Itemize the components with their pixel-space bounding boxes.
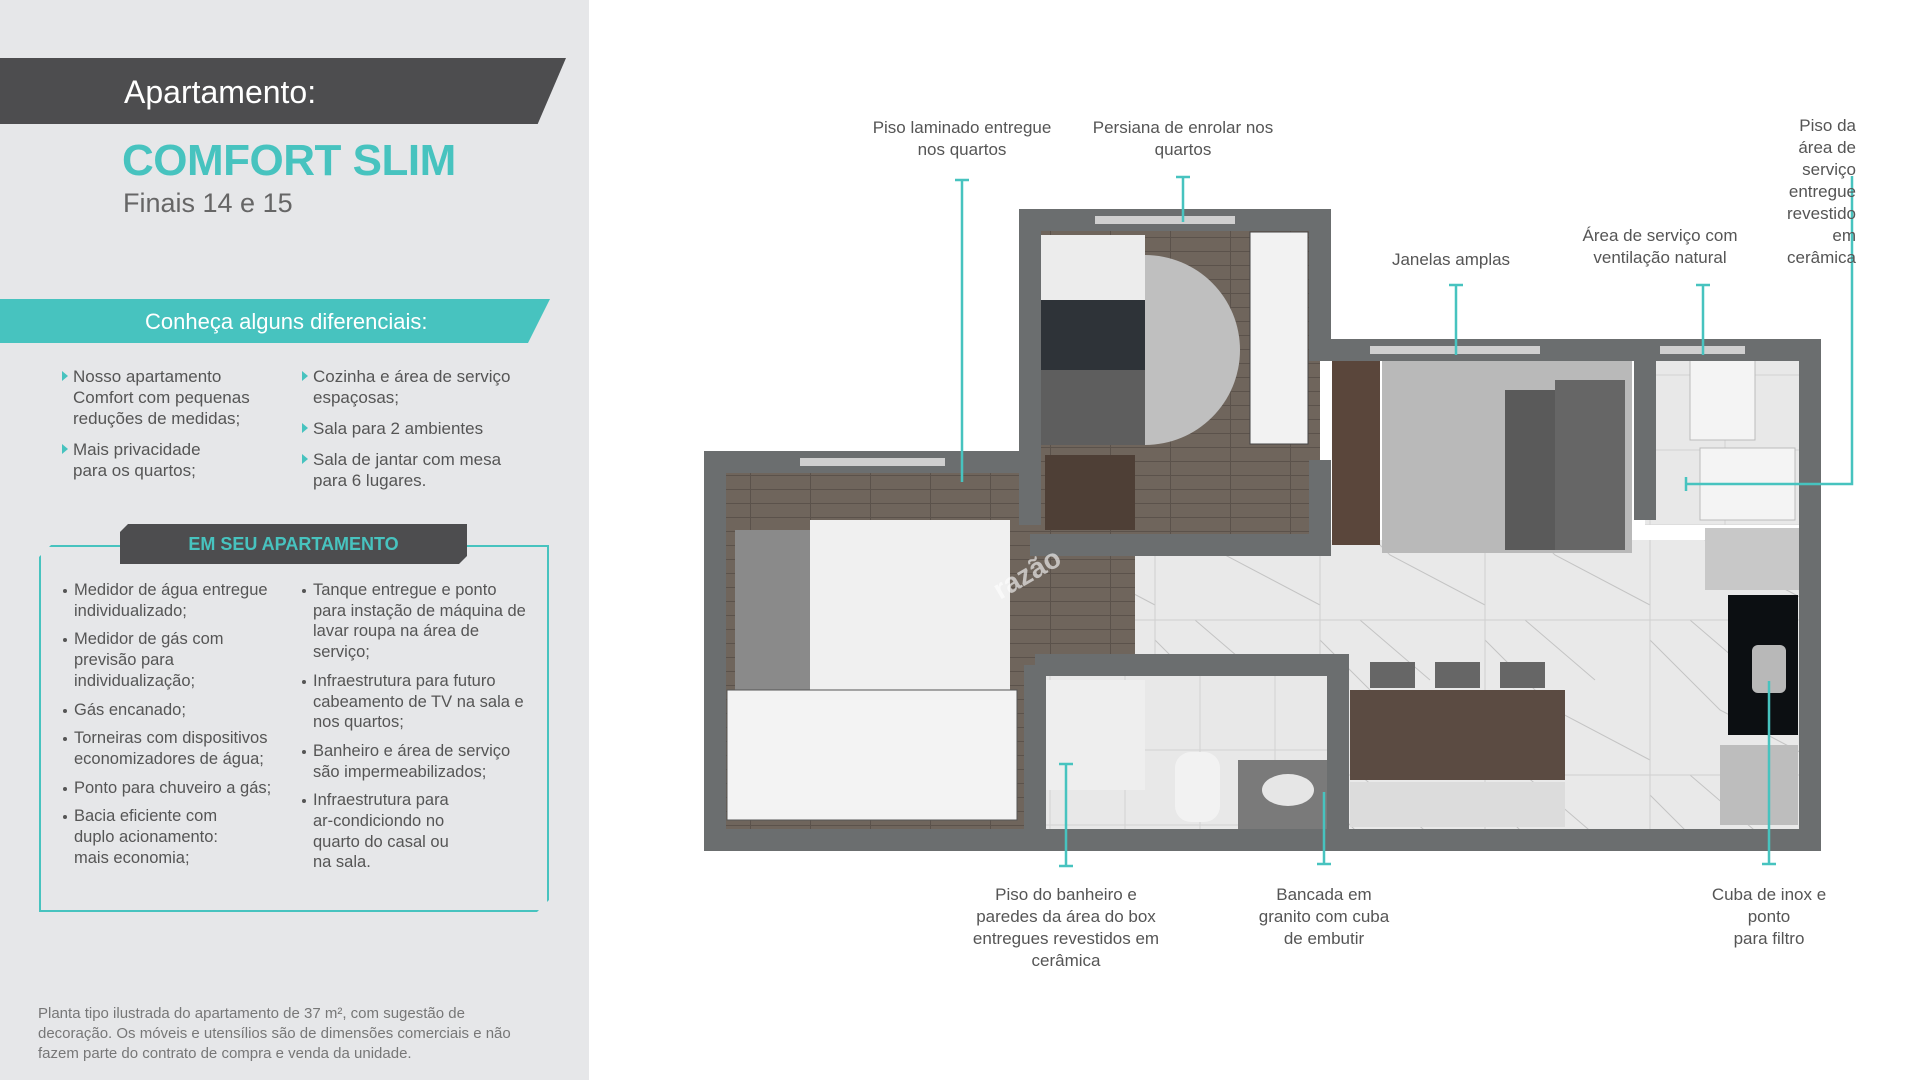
unit-finals: Finais 14 e 15 xyxy=(123,188,293,218)
list-item: Gás encanado; xyxy=(63,700,298,721)
list-item: Medidor de gás com previsão para individ… xyxy=(63,629,228,691)
list-item: Cozinha e área de serviço espaçosas; xyxy=(302,366,537,408)
dining-table xyxy=(1350,690,1565,780)
wardrobe-2 xyxy=(1249,231,1309,445)
features-list-2: Tanque entregue e ponto para instação de… xyxy=(302,580,532,881)
list-item: Ponto para chuveiro a gás; xyxy=(63,778,298,799)
callout-granite: Bancada em granito com cuba de embutir xyxy=(1258,885,1390,948)
title-bar xyxy=(0,58,566,124)
features-list-1: Medidor de água entregue individualizado… xyxy=(63,580,298,876)
callout-blinds: Persiana de enrolar nos quartos xyxy=(1092,118,1274,159)
callout-lines xyxy=(955,175,1854,868)
differentials-list-2: Cozinha e área de serviço espaçosas; Sal… xyxy=(302,366,537,501)
wardrobe-1 xyxy=(726,689,1018,821)
callout-sink: Cuba de inox e ponto para filtro xyxy=(1711,885,1827,948)
list-item: Infraestrutura para futuro cabeamento de… xyxy=(302,671,532,733)
list-item: Bacia eficiente com duplo acionamento: m… xyxy=(63,806,238,868)
list-item: Tanque entregue e ponto para instação de… xyxy=(302,580,532,663)
list-item: Torneiras com dispositivos economizadore… xyxy=(63,728,298,769)
differentials-title: Conheça alguns diferenciais: xyxy=(145,309,428,334)
toilet xyxy=(1175,752,1220,822)
tank xyxy=(1689,359,1756,441)
features-tab: EM SEU APARTAMENTO xyxy=(120,524,467,564)
callout-windows: Janelas amplas xyxy=(1391,250,1511,269)
shower-box xyxy=(1040,680,1145,790)
list-item: Sala para 2 ambientes xyxy=(302,418,537,439)
desk xyxy=(1045,455,1135,530)
double-bed xyxy=(810,520,1010,695)
list-item: Sala de jantar com mesa para 6 lugares. xyxy=(302,449,537,491)
round-rug xyxy=(1145,255,1240,445)
tv-panel xyxy=(1332,360,1380,545)
list-item: Mais privacidade para os quartos; xyxy=(62,439,222,481)
stove xyxy=(1705,528,1800,590)
model-name: COMFORT SLIM xyxy=(122,136,456,185)
footnote: Planta tipo ilustrada do apartamento de … xyxy=(38,1005,511,1062)
info-panel: Apartamento: COMFORT SLIM Finais 14 e 15… xyxy=(0,0,589,1080)
differentials-banner: Conheça alguns diferenciais: xyxy=(0,299,550,343)
callout-laminate: Piso laminado entregue nos quartos xyxy=(872,118,1052,159)
callout-bath-floor: Piso do banheiro e paredes da área do bo… xyxy=(972,885,1160,970)
apartment-label: Apartamento: xyxy=(124,74,317,110)
bench xyxy=(1350,782,1565,827)
callout-service-vent: Área de serviço com ventilação natural xyxy=(1582,226,1738,267)
features-title: EM SEU APARTAMENTO xyxy=(188,534,399,554)
list-item: Infraestrutura para ar-condiciondo no qu… xyxy=(302,790,452,873)
list-item: Nosso apartamento Comfort com pequenas r… xyxy=(62,366,277,429)
callout-service-floor: Piso da área de serviço entregue revesti… xyxy=(1787,116,1856,267)
list-item: Banheiro e área de serviço são impermeab… xyxy=(302,741,532,782)
fridge xyxy=(1720,745,1798,825)
differentials-list-1: Nosso apartamento Comfort com pequenas r… xyxy=(62,366,277,491)
list-item: Medidor de água entregue individualizado… xyxy=(63,580,298,621)
